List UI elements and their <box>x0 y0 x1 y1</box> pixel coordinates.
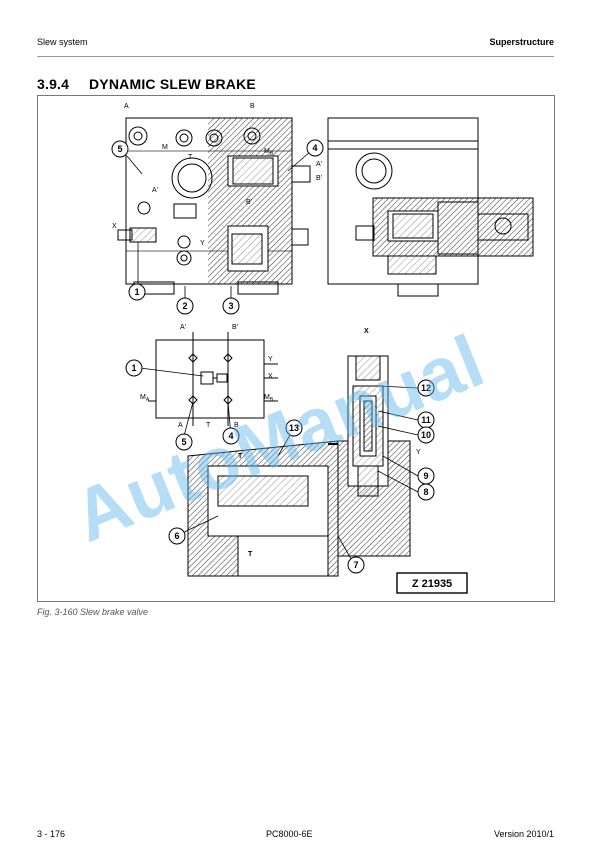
header-chapter: Slew system <box>37 37 88 47</box>
section-number: 3.9.4 <box>37 76 70 92</box>
svg-text:9: 9 <box>423 471 428 481</box>
drawing-code: Z 21935 <box>396 572 468 594</box>
callout-5-schematic: 5 <box>175 433 193 451</box>
side-label-B-prime: B' <box>316 175 322 182</box>
callouts: 5 4 1 2 3 1 5 4 13 12 11 10 9 8 6 7 <box>111 139 435 574</box>
sch-label-MA-sub: A <box>146 397 150 403</box>
port-label-A: A <box>124 103 129 110</box>
sec-label-X: X <box>364 328 369 335</box>
section-view <box>187 355 411 577</box>
header-divider <box>37 56 554 57</box>
port-label-Y: Y <box>200 240 205 247</box>
sec-label-T-bottom: T <box>248 551 253 558</box>
section-heading: 3.9.4 DYNAMIC SLEW BRAKE <box>37 76 256 92</box>
sec-label-Y: Y <box>416 449 421 456</box>
svg-text:10: 10 <box>421 430 431 440</box>
callout-7: 7 <box>347 556 365 574</box>
callout-8: 8 <box>417 483 435 501</box>
callout-10: 10 <box>417 426 435 444</box>
port-label-MB-sub: B <box>270 151 274 157</box>
sch-label-B: B <box>234 422 239 429</box>
svg-text:4: 4 <box>312 143 317 153</box>
callout-6: 6 <box>168 527 186 545</box>
port-label-B-prime: B' <box>246 199 252 206</box>
callout-11: 11 <box>417 411 435 429</box>
svg-text:3: 3 <box>228 301 233 311</box>
callout-13: 13 <box>285 419 303 437</box>
callout-4-schematic: 4 <box>222 427 240 445</box>
page-number: 3 - 176 <box>37 829 66 839</box>
svg-text:13: 13 <box>289 423 299 433</box>
port-label-B: B <box>250 103 255 110</box>
sch-label-MB: MB <box>264 394 274 403</box>
sch-label-MA-main: M <box>140 394 146 401</box>
sch-label-T: T <box>206 422 211 429</box>
sch-label-A: A <box>178 422 183 429</box>
slew-brake-valve-drawing: A B M T MB A' B' X Y A' B' <box>111 103 534 594</box>
side-label-A-prime: A' <box>316 161 322 168</box>
svg-text:12: 12 <box>421 383 431 393</box>
callout-3: 3 <box>222 297 240 315</box>
front-view <box>117 117 311 295</box>
model-number: PC8000-6E <box>266 829 313 839</box>
section-title: DYNAMIC SLEW BRAKE <box>89 76 256 92</box>
header-section: Superstructure <box>489 37 554 47</box>
side-view <box>327 117 534 297</box>
port-label-X: X <box>112 223 117 230</box>
port-label-T: T <box>188 154 193 161</box>
callout-12: 12 <box>417 379 435 397</box>
svg-text:Z 21935: Z 21935 <box>412 578 452 590</box>
callout-5-top: 5 <box>111 140 129 158</box>
callout-2: 2 <box>176 297 194 315</box>
svg-text:7: 7 <box>353 560 358 570</box>
port-label-M: M <box>162 144 168 151</box>
sch-label-MB-main: M <box>264 394 270 401</box>
svg-text:1: 1 <box>134 287 139 297</box>
hydraulic-schematic <box>148 332 278 426</box>
svg-text:4: 4 <box>228 431 233 441</box>
figure-frame: A B M T MB A' B' X Y A' B' <box>37 95 555 602</box>
svg-text:6: 6 <box>174 531 179 541</box>
svg-text:8: 8 <box>423 487 428 497</box>
sch-label-B-prime: B' <box>232 324 238 331</box>
figure-caption: Fig. 3-160 Slew brake valve <box>37 607 149 617</box>
svg-text:5: 5 <box>181 437 186 447</box>
sch-label-A-prime: A' <box>180 324 186 331</box>
svg-text:2: 2 <box>182 301 187 311</box>
svg-text:5: 5 <box>117 144 122 154</box>
document-version: Version 2010/1 <box>493 829 554 839</box>
callout-9: 9 <box>417 467 435 485</box>
port-label-MB-main: M <box>264 148 270 155</box>
sch-label-Y: Y <box>268 356 273 363</box>
sch-label-MA: MA <box>140 394 150 403</box>
sch-label-X: X <box>268 373 273 380</box>
svg-text:1: 1 <box>131 363 136 373</box>
sch-label-MB-sub: B <box>270 397 274 403</box>
port-label-MB: MB <box>264 148 274 157</box>
callout-4-top: 4 <box>306 139 324 157</box>
port-label-A-prime: A' <box>152 187 158 194</box>
callout-1-schematic: 1 <box>125 359 143 377</box>
sec-label-T-top: T <box>238 453 243 460</box>
callout-1-top: 1 <box>128 283 146 301</box>
svg-text:11: 11 <box>421 415 431 425</box>
